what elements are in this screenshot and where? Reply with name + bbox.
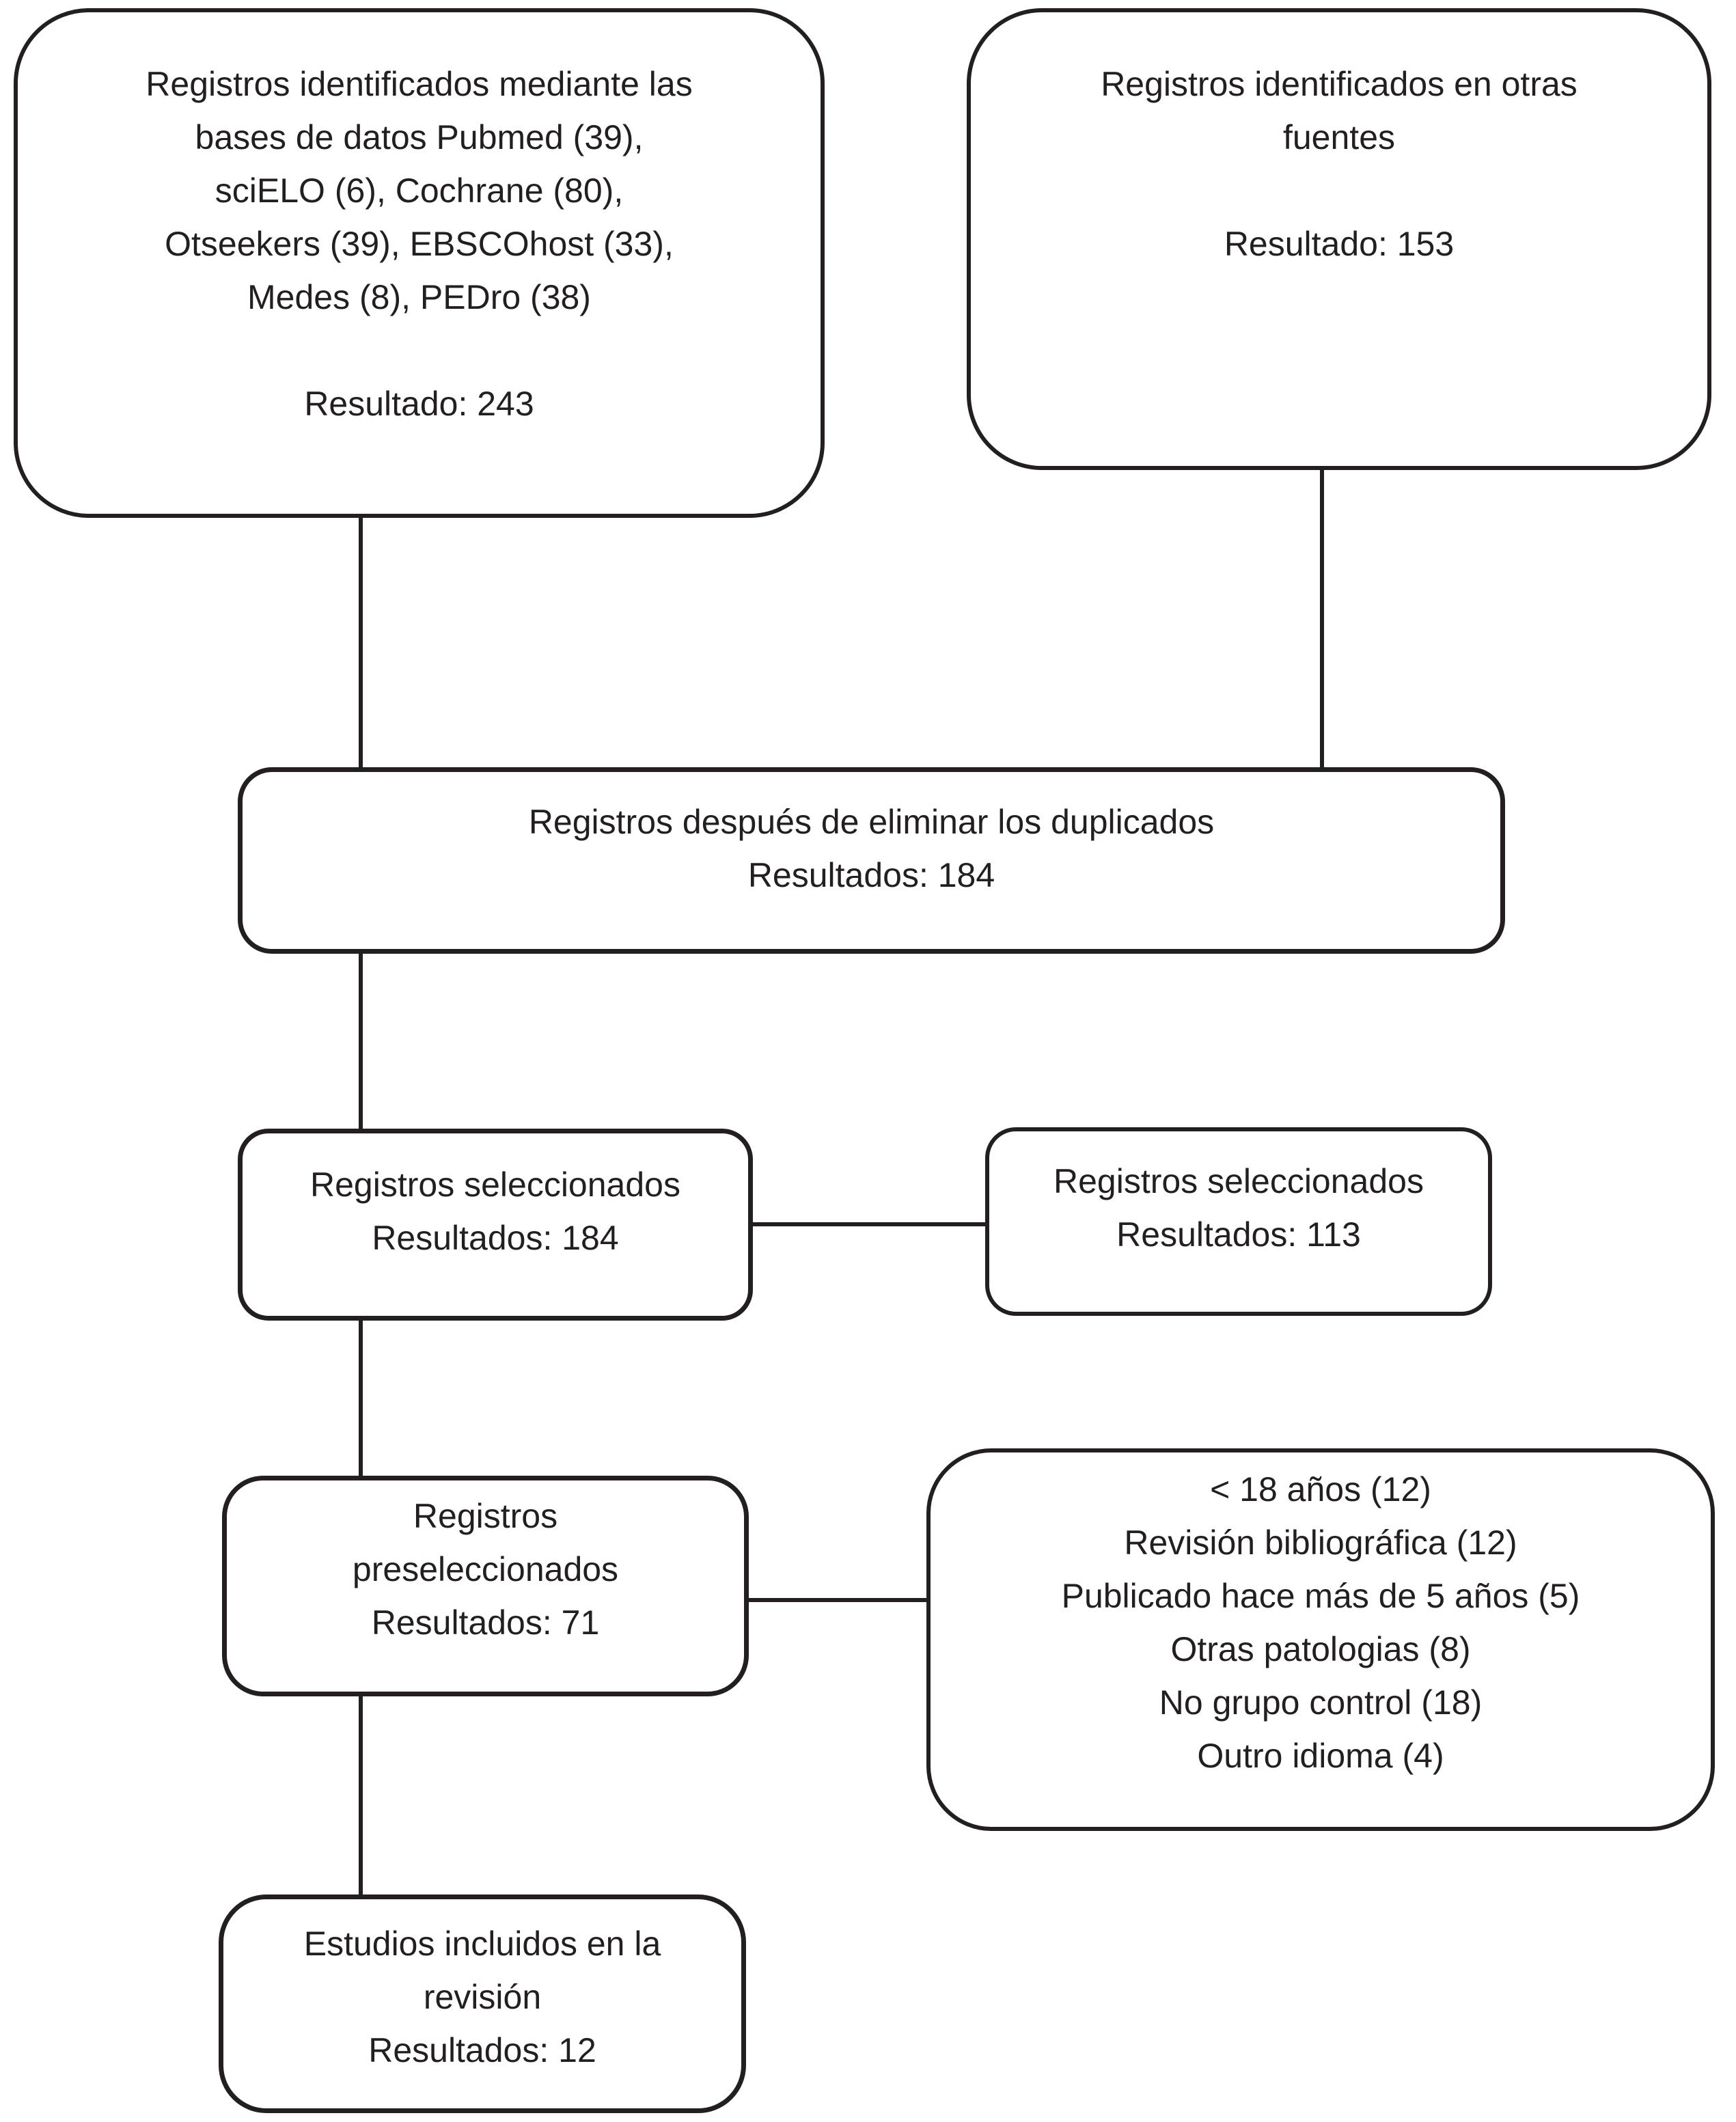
- connector-seleccionados-izq-der: [752, 1222, 987, 1226]
- text-line-result: Resultado: 243: [304, 385, 534, 423]
- node-registros-identificados-bases: Registros identificados mediante las bas…: [14, 8, 825, 518]
- connector-seleccionados-to-preseleccionados: [359, 1319, 363, 1477]
- connector-preseleccionados-to-exclusion: [747, 1598, 928, 1602]
- node-motivos-exclusion: < 18 años (12) Revisión bibliográfica (1…: [926, 1448, 1715, 1831]
- text-line: Medes (8), PEDro (38): [247, 278, 591, 316]
- text-line: fuentes: [1282, 118, 1395, 156]
- connector-bases-to-duplicados: [359, 518, 363, 769]
- text-line: revisión: [423, 1978, 542, 2016]
- node-registros-identificados-otras-fuentes: Registros identificados en otras fuentes…: [967, 8, 1711, 470]
- text-line-result: Resultados: 184: [372, 1218, 619, 1257]
- text-line: No grupo control (18): [1159, 1683, 1483, 1722]
- text-line-result: Resultados: 71: [371, 1603, 600, 1642]
- text-line-blank: [971, 164, 1707, 217]
- text-line: Estudios incluidos en la: [303, 1925, 661, 1963]
- text-line: Otras patologias (8): [1170, 1630, 1471, 1668]
- text-line: Registros seleccionados: [1053, 1162, 1424, 1200]
- text-line-blank: [18, 324, 821, 377]
- text-line: Registros identificados mediante las: [146, 65, 693, 103]
- text-line-result: Resultados: 12: [368, 2031, 596, 2069]
- text-line: Outro idioma (4): [1197, 1737, 1444, 1775]
- text-line: preseleccionados: [352, 1549, 619, 1588]
- text-line: bases de datos Pubmed (39),: [195, 118, 644, 156]
- text-line: Publicado hace más de 5 años (5): [1061, 1577, 1580, 1615]
- node-registros-seleccionados-113: Registros seleccionados Resultados: 113: [985, 1127, 1492, 1316]
- text-line: Registros seleccionados: [310, 1165, 680, 1204]
- text-line-result: Resultados: 184: [747, 855, 995, 894]
- connector-duplicados-to-seleccionados: [359, 952, 363, 1130]
- text-line-result: Resultado: 153: [1224, 225, 1455, 263]
- text-line: sciELO (6), Cochrane (80),: [215, 171, 624, 210]
- text-line: Registros identificados en otras: [1101, 65, 1577, 103]
- text-line: Registros: [413, 1496, 558, 1535]
- connector-preseleccionados-to-incluidos: [359, 1695, 363, 1896]
- text-line: Revisión bibliográfica (12): [1124, 1524, 1517, 1562]
- connector-otras-to-duplicados: [1320, 470, 1324, 769]
- text-line: < 18 años (12): [1210, 1470, 1431, 1508]
- text-line: Registros después de eliminar los duplic…: [528, 802, 1215, 841]
- node-estudios-incluidos: Estudios incluidos en la revisión Result…: [219, 1894, 746, 2113]
- text-line: Otseekers (39), EBSCOhost (33),: [165, 225, 674, 263]
- node-registros-seleccionados-184: Registros seleccionados Resultados: 184: [238, 1129, 753, 1321]
- node-registros-sin-duplicados: Registros después de eliminar los duplic…: [238, 767, 1505, 954]
- text-line-result: Resultados: 113: [1116, 1215, 1361, 1254]
- node-registros-preseleccionados: Registros preseleccionados Resultados: 7…: [222, 1476, 749, 1696]
